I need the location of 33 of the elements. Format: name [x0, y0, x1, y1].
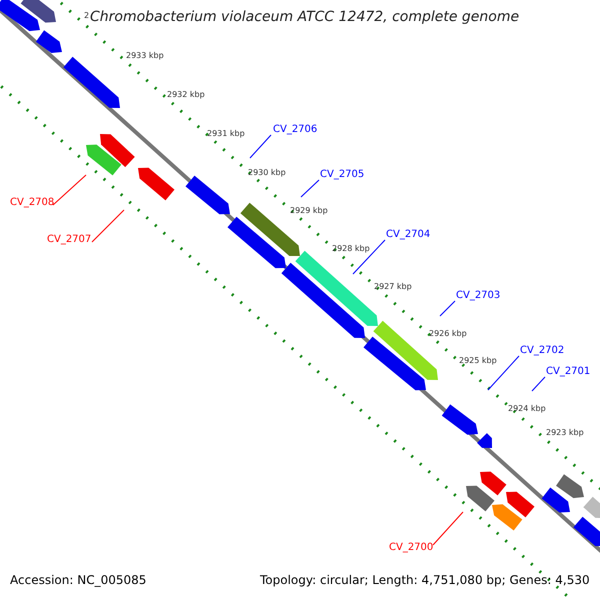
- gene-label: CV_2702: [520, 345, 564, 356]
- leader-line: [92, 210, 124, 242]
- gene-label: CV_2705: [320, 169, 364, 180]
- tick-label: 2933 kbp: [126, 52, 164, 61]
- footer-text: Topology: circular; Length: 4,751,080 bp; Genes: 4,530: [260, 574, 590, 588]
- gene-label: CV_2707: [47, 234, 92, 245]
- gene-label: CV_2706: [273, 124, 318, 135]
- gene-label: CV_2708: [10, 197, 54, 208]
- gene-label: CV_2701: [546, 366, 590, 377]
- tick-label: 2: [84, 12, 90, 21]
- gene-label: CV_2704: [386, 229, 430, 240]
- tick-label: 2930 kbp: [248, 169, 286, 178]
- tick-label: 2923 kbp: [546, 429, 584, 438]
- leader-line: [432, 512, 464, 546]
- footer-text: Accession: NC_005085: [10, 574, 146, 588]
- leader-line: [488, 356, 520, 390]
- leader-line: [52, 174, 86, 206]
- gene-label: CV_2700: [389, 542, 434, 553]
- tick-label: 2927 kbp: [374, 283, 412, 292]
- title: Chromobacterium violaceum ATCC 12472, complete genome: [90, 10, 520, 26]
- tick-label: 2925 kbp: [459, 357, 497, 366]
- leader-line: [300, 180, 320, 198]
- leader-line: [532, 376, 546, 392]
- leader-line: [352, 240, 386, 274]
- tick-label: 2926 kbp: [429, 330, 467, 339]
- gene-label: CV_2703: [456, 290, 500, 301]
- tick-label: 2928 kbp: [332, 245, 370, 254]
- tick-label: 2931 kbp: [207, 130, 245, 139]
- tick-label: 2932 kbp: [167, 91, 205, 100]
- tick-label: 2929 kbp: [290, 207, 328, 216]
- leader-line: [250, 134, 272, 158]
- leader-line: [440, 300, 456, 316]
- tick-label: 2924 kbp: [508, 405, 546, 414]
